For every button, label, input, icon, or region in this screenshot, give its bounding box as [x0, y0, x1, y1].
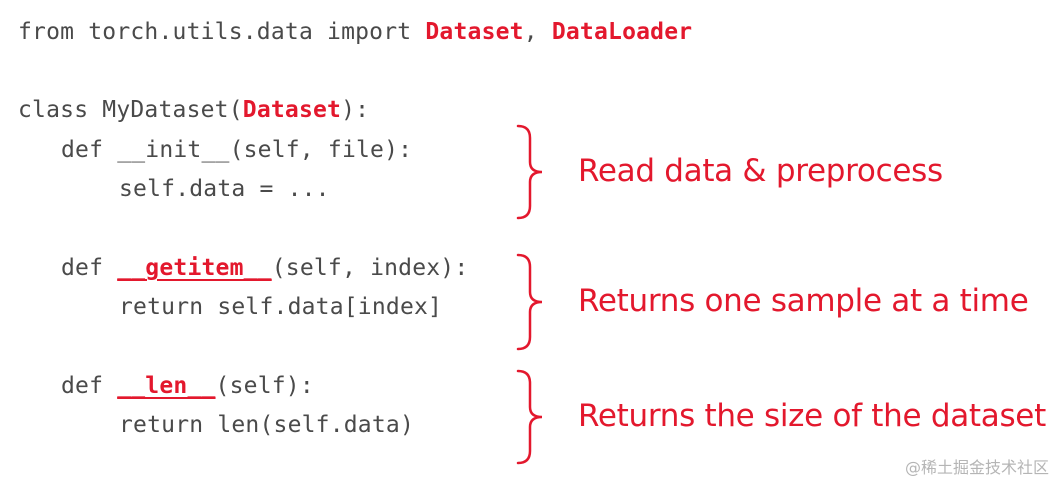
- len-def-line: def __len__(self):: [61, 371, 314, 401]
- class-prefix: class MyDataset(: [18, 97, 243, 123]
- init-body-line: self.data = ...: [119, 176, 330, 202]
- import-separator: ,: [523, 19, 552, 45]
- len-def-prefix: def: [61, 373, 118, 399]
- class-base: Dataset: [242, 97, 342, 123]
- getitem-def-prefix: def: [61, 255, 118, 281]
- len-brace: [516, 369, 543, 465]
- init-annotation: Read data & preprocess: [578, 153, 943, 189]
- import-dataloader: DataLoader: [551, 19, 693, 45]
- import-dataset: Dataset: [425, 19, 524, 45]
- class-suffix: ):: [341, 97, 370, 123]
- class-line: class MyDataset(Dataset):: [18, 95, 369, 125]
- watermark: @稀土掘金技术社区: [904, 458, 1049, 477]
- len-body-line: return len(self.data): [119, 412, 414, 438]
- getitem-brace: [516, 253, 543, 351]
- getitem-body-line: return self.data[index]: [119, 294, 443, 320]
- getitem-name: __getitem__: [117, 255, 272, 281]
- getitem-def-suffix: (self, index):: [271, 255, 469, 281]
- len-def-suffix: (self):: [215, 373, 314, 399]
- import-prefix: from torch.utils.data import: [18, 19, 426, 45]
- len-annotation: Returns the size of the dataset: [578, 398, 1046, 434]
- getitem-annotation: Returns one sample at a time: [578, 283, 1029, 319]
- import-line: from torch.utils.data import Dataset, Da…: [18, 17, 692, 47]
- len-name: __len__: [117, 373, 216, 399]
- getitem-def-line: def __getitem__(self, index):: [61, 253, 468, 283]
- init-brace: [516, 124, 543, 220]
- init-def-line: def __init__(self, file):: [61, 137, 413, 163]
